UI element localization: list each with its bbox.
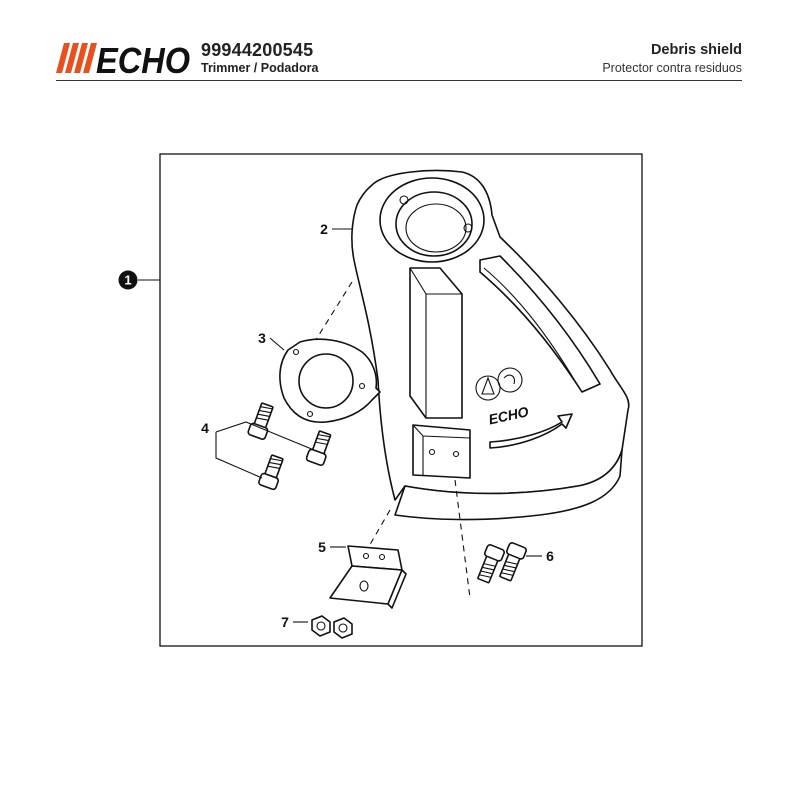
collar-hole-1 (399, 195, 409, 205)
warning-symbols (475, 367, 523, 401)
callout-3: 3 (258, 330, 285, 351)
left-slot-edges (409, 267, 462, 418)
callout-1: 1 (118, 270, 160, 290)
screw-6b (499, 542, 527, 582)
bracket-hole-2 (378, 553, 386, 561)
product-type: Trimmer / Podadora (201, 61, 319, 75)
nut-7a (311, 615, 331, 637)
bolt-4a (247, 402, 274, 440)
assembly-line-bracket (367, 509, 391, 549)
shield-lower-flange (394, 449, 623, 521)
callout-3-label: 3 (258, 330, 266, 346)
logo-speed-stripes (56, 43, 97, 73)
right-slot (479, 255, 601, 393)
bracket-side (387, 569, 407, 609)
hex-nuts (311, 615, 353, 639)
part-number: 99944200545 (201, 40, 314, 60)
diagram-frame (159, 153, 643, 647)
callout-6-label: 6 (546, 548, 554, 564)
callout-4: 4 (201, 420, 209, 436)
callout-5: 5 (318, 539, 346, 555)
mount-pad-edges (412, 424, 471, 476)
mounting-ring (279, 338, 381, 423)
page-title: Debris shield (650, 42, 742, 58)
ring-center-hole (298, 353, 354, 409)
callout-2: 2 (320, 221, 352, 237)
assembly-line-ring (311, 281, 353, 347)
collar-hole-2 (463, 223, 473, 233)
logo-wordmark: ECHO (96, 40, 190, 76)
ring-hole-2 (358, 382, 366, 390)
rotation-arrow-icon (489, 413, 573, 449)
bracket-screws (477, 542, 527, 584)
ring-hole-3 (306, 410, 314, 418)
assembly-line-screws (454, 479, 471, 599)
callout-2-label: 2 (320, 221, 328, 237)
shield-mount-pad (412, 424, 471, 479)
bolt-4b (305, 430, 332, 467)
callout-7-label: 7 (281, 614, 289, 630)
nut-7b (333, 617, 353, 639)
socket-head-bolts (215, 402, 332, 491)
collar-bore (405, 203, 467, 253)
mount-pad-hole-1 (428, 448, 436, 456)
page-header: ECHO 99944200545 Trimmer / Podadora Debr… (0, 0, 800, 82)
callout-7: 7 (281, 614, 308, 630)
callout-4-label: 4 (201, 420, 209, 436)
callout-5-label: 5 (318, 539, 326, 555)
bracket-hole-1 (362, 552, 370, 560)
bracket-slot (359, 580, 369, 592)
bolt-group-bracket (215, 421, 315, 479)
screw-6a (477, 544, 505, 584)
callout-3-leader (269, 337, 285, 351)
bolt-4c (258, 454, 284, 491)
callout-1-label: 1 (124, 273, 131, 288)
debris-shield-housing: ECHO (351, 169, 630, 521)
ring-hole-1 (292, 348, 300, 356)
mount-pad-hole-2 (452, 450, 460, 458)
callout-6: 6 (526, 548, 554, 564)
echo-logo: ECHO (56, 40, 190, 76)
shield-bracket (329, 545, 407, 609)
page-subtitle: Protector contra residuos (602, 61, 742, 75)
left-slot (409, 267, 463, 419)
header-divider (56, 80, 742, 81)
right-slot-edge (483, 267, 579, 387)
